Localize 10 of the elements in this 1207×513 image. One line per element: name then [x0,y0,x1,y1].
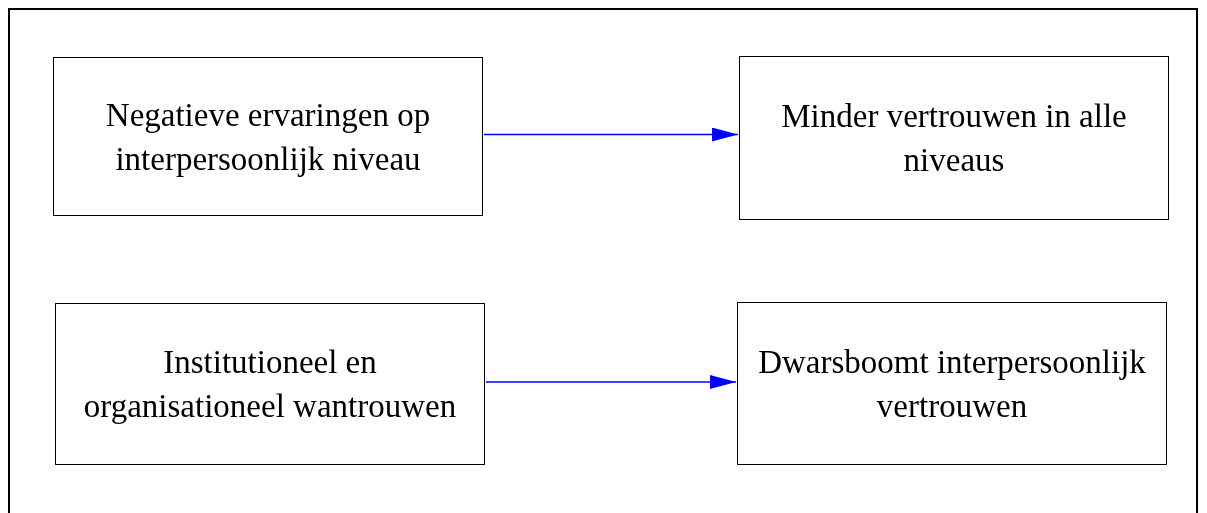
process-box [55,303,485,465]
process-box [739,56,1169,220]
box-text: Negatieve ervaringen op interpersoonlijk niveau [104,95,432,179]
process-box [53,57,483,216]
box-text: Institutioneel en organisationeel wantrouwen [82,343,458,426]
box-text: Minder vertrouwen in alle niveaus [780,97,1128,180]
process-box [737,302,1167,465]
arrow [483,127,739,142]
arrow [485,375,737,389]
box-text: Dwarsboomt interpersoonlijk vertrouwen [757,342,1147,426]
